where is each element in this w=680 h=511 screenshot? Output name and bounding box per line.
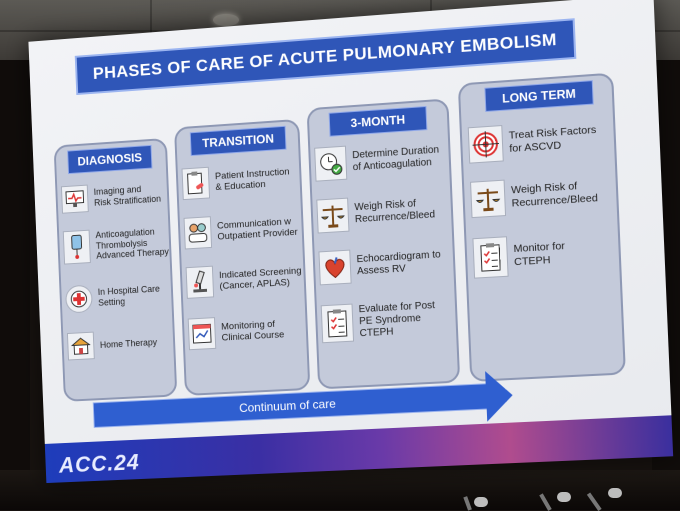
3-month-item-risk: Weigh Risk of Recurrence/Bleed — [316, 192, 435, 233]
item-label: Indicated Screening (Cancer, APLAS) — [219, 265, 302, 292]
left-wall — [0, 60, 30, 510]
item-label: Monitoring of Clinical Course — [221, 318, 285, 344]
column-diagnosis — [54, 138, 178, 402]
monitor-heartbeat-icon — [61, 185, 89, 214]
item-label: Weigh Risk of Recurrence/Bleed — [511, 179, 598, 210]
transition-item-communication: Communication w Outpatient Provider — [184, 211, 299, 250]
item-label: In Hospital Care Setting — [98, 284, 161, 309]
long-term-item-risk: Weigh Risk of Recurrence/Bleed — [470, 174, 598, 218]
diagnosis-item-hospital: In Hospital Care Setting — [65, 281, 161, 314]
item-label: Evaluate for Post PE Syndrome CTEPH — [358, 300, 436, 340]
clock-check-icon — [314, 146, 347, 182]
acc-logo: ACC.24 — [59, 449, 141, 478]
microscope-icon — [186, 266, 215, 299]
item-label: Home Therapy — [100, 337, 158, 351]
item-label: Determine Duration of Anticoagulation — [352, 144, 440, 174]
balance-scale-icon — [470, 180, 506, 219]
microphone-icon — [608, 488, 622, 498]
checklist-icon — [472, 236, 508, 278]
column-long-term — [458, 73, 626, 382]
item-label: Treat Risk Factors for ASCVD — [509, 124, 598, 155]
ceiling-light — [213, 14, 239, 26]
microphone-icon — [474, 497, 488, 507]
item-label: Anticoagulation Thrombolysis Advanced Th… — [95, 226, 169, 262]
balance-scale-icon — [316, 198, 349, 234]
iv-drip-icon — [63, 230, 91, 265]
checklist-icon — [321, 304, 354, 344]
house-icon — [67, 332, 95, 361]
item-label: Patient Instruction & Education — [215, 166, 290, 193]
diagnosis-item-anticoagulation: Anticoagulation Thrombolysis Advanced Th… — [63, 225, 169, 265]
clipboard-pill-icon — [182, 167, 210, 200]
item-label: Monitor for CTEPH — [513, 240, 565, 269]
long-term-item-cteph: Monitor for CTEPH — [472, 233, 566, 279]
heart-icon — [318, 250, 351, 286]
microphone-icon — [557, 492, 571, 502]
medical-cross-icon — [65, 285, 93, 314]
transition-item-screening: Indicated Screening (Cancer, APLAS) — [186, 260, 303, 298]
diagnosis-item-home: Home Therapy — [67, 328, 158, 360]
item-label: Imaging and Risk Stratification — [94, 183, 162, 209]
target-icon — [468, 125, 504, 164]
presentation-slide: PHASES OF CARE OF ACUTE PULMONARY EMBOLI… — [28, 0, 673, 483]
arrow-head-icon — [485, 370, 514, 422]
item-label: Echocardiogram to Assess RV — [356, 249, 441, 278]
transition-item-monitoring: Monitoring of Clinical Course — [188, 313, 285, 350]
transition-item-education: Patient Instruction & Education — [182, 161, 291, 200]
people-chat-icon — [184, 216, 213, 249]
calendar-chart-icon — [188, 317, 217, 350]
3-month-item-post-pe: Evaluate for Post PE Syndrome CTEPH — [321, 299, 437, 343]
3-month-item-echo: Echocardiogram to Assess RV — [318, 244, 441, 285]
item-label: Communication w Outpatient Provider — [217, 215, 298, 243]
item-label: Weigh Risk of Recurrence/Bleed — [354, 197, 435, 226]
column-transition — [174, 119, 310, 396]
